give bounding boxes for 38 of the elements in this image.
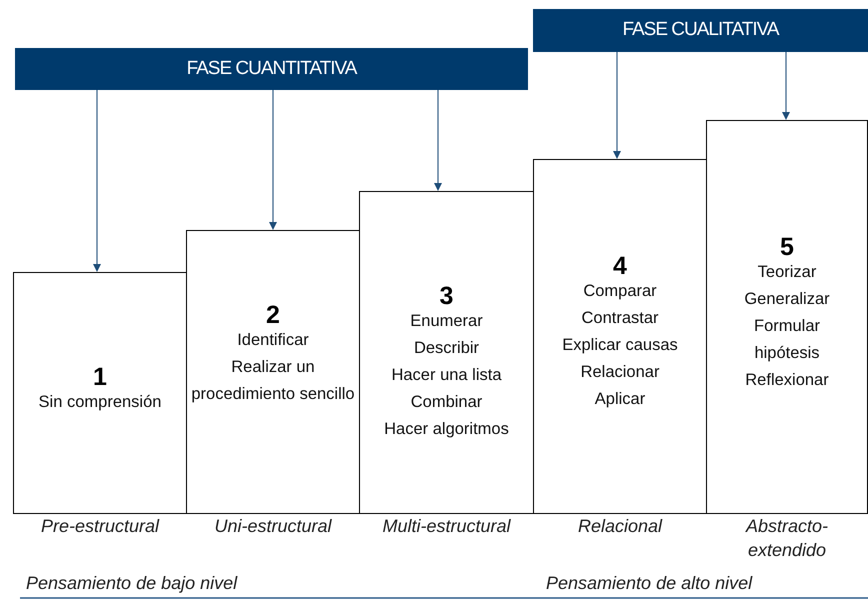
level-name: Pre-estructural [40, 515, 160, 538]
arrow [613, 52, 621, 159]
skill-item: Enumerar [410, 311, 483, 332]
thinking-level-label: Pensamiento de bajo nivel [26, 572, 238, 594]
skill-item: Combinar [410, 392, 482, 413]
skill-item: Teorizar [758, 262, 816, 283]
skill-item: Hacer algoritmos [384, 419, 509, 440]
skill-item: Contrastar [581, 308, 659, 329]
skill-item: Hacer una lista [391, 365, 502, 386]
skill-item: Generalizar [744, 289, 830, 310]
level-name: Uni-estructural [214, 515, 332, 538]
skill-item: Sin comprensión [38, 392, 162, 413]
skill-item: Realizar un procedimiento sencillo [190, 357, 356, 405]
skill-item: Relacionar [580, 362, 660, 383]
arrow [93, 90, 101, 272]
level-name: Relacional [578, 515, 662, 538]
thinking-level-label: Pensamiento de alto nivel [546, 572, 752, 594]
skill-item: Explicar causas [562, 335, 678, 356]
level-name: Multi-estructural [382, 515, 511, 538]
skill-item: Formular hipótesis [752, 316, 821, 364]
arrow [269, 90, 277, 230]
level-number: 4 [613, 254, 627, 278]
level-number: 1 [93, 365, 107, 389]
level-number: 3 [440, 284, 454, 308]
level-number: 2 [266, 303, 280, 327]
arrow [782, 52, 790, 120]
level-name: Abstracto-extendido [744, 515, 830, 562]
skill-item: Aplicar [594, 389, 646, 410]
phase-banner [15, 48, 528, 90]
phase-banner [533, 9, 868, 52]
phase-title: FASE CUANTITATIVA [186, 56, 356, 81]
phase-title: FASE CUALITATIVA [622, 18, 779, 42]
level-number: 5 [780, 235, 794, 259]
skill-item: Describir [414, 338, 480, 359]
skill-item: Reflexionar [745, 370, 829, 391]
skill-item: Comparar [583, 281, 657, 302]
arrow [434, 90, 442, 191]
skill-item: Identificar [237, 330, 309, 351]
